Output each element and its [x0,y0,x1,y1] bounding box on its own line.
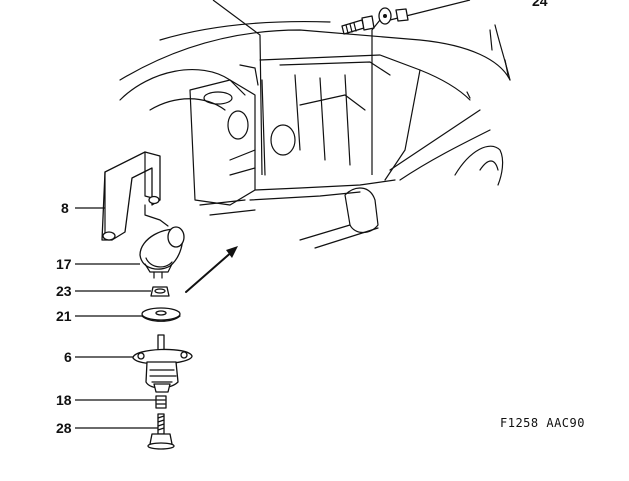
callout-23: 23 [56,283,72,299]
part-8-bracket [101,151,169,241]
direction-arrow [185,246,238,293]
part-23-nut [150,286,170,297]
callout-21: 21 [56,308,72,324]
top-bolt-assembly [341,7,409,35]
car-body-outline [119,20,511,249]
callout-24: 24 [532,0,548,9]
part-17-buffer [139,226,185,279]
part-18-sleeve [155,395,167,409]
figure-reference: F1258 AAC90 [500,416,585,430]
part-21-washer [141,307,181,322]
callout-8: 8 [61,200,69,216]
leader-line-right [371,19,381,175]
callout-28: 28 [56,420,72,436]
part-6-mount [132,334,193,393]
callout-17: 17 [56,256,72,272]
callout-leaders [75,207,158,429]
callout-6: 6 [64,349,72,365]
leader-line-left [212,0,263,176]
callout-18: 18 [56,392,72,408]
part-28-bolt [147,413,175,450]
